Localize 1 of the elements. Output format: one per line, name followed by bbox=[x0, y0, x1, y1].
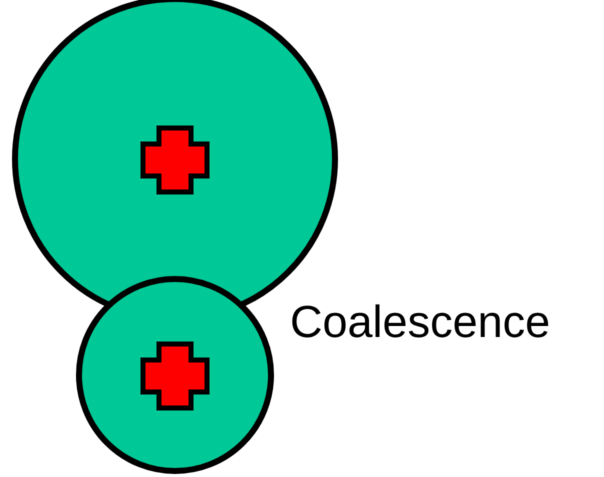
process-label: Coalescence bbox=[290, 296, 550, 348]
